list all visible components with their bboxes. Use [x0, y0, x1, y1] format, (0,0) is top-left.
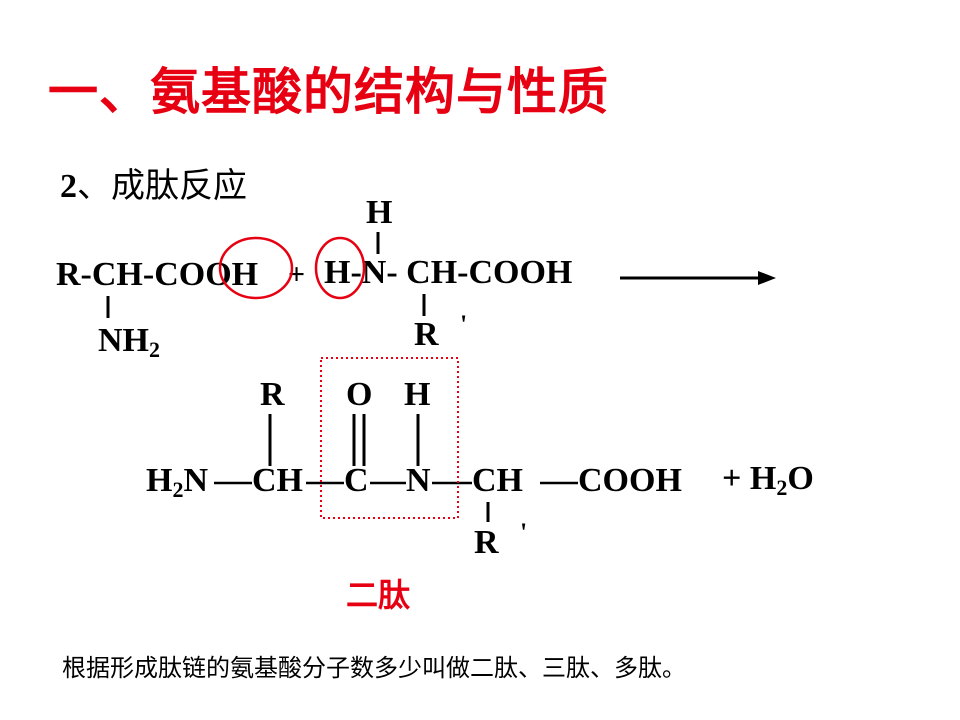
h-highlight-circle: [314, 236, 366, 300]
product-ch-1: CH: [252, 462, 303, 499]
reaction-arrow-head: [758, 271, 776, 285]
reactant-2-prime: ': [460, 310, 468, 339]
product-carboxyl-end: COOH: [578, 462, 682, 499]
product-h-top: H: [404, 376, 431, 413]
product-r-bottom: R: [474, 524, 499, 561]
product-ch-2: CH: [472, 462, 523, 499]
water-subscript: 2: [776, 475, 788, 500]
peptide-bond-box: [320, 357, 459, 519]
page-title: 一、氨基酸的结构与性质: [48, 63, 609, 121]
footer-note: 根据形成肽链的氨基酸分子数多少叫做二肽、三肽、多肽。: [62, 654, 686, 682]
section-subtitle: 2、成肽反应: [60, 158, 247, 207]
product-prime: ': [520, 518, 528, 547]
h2n-n: N: [183, 462, 209, 499]
reactant-2-top-h: H: [366, 194, 393, 231]
h2n-h: H: [146, 462, 173, 499]
water-product: + H2O: [722, 460, 814, 501]
product-r-top: R: [260, 376, 285, 413]
dipeptide-label: 二肽: [346, 576, 411, 614]
nh-subscript: 2: [149, 337, 160, 362]
reactant-1-amino-group: NH2: [98, 322, 160, 363]
nh-text: NH: [98, 322, 149, 359]
product-amide-n: N: [406, 462, 431, 499]
water-o: O: [787, 460, 814, 497]
oh-highlight-circle: [218, 236, 294, 300]
product-o-top: O: [346, 376, 373, 413]
product-carbonyl-c: C: [344, 462, 369, 499]
water-plus-h: + H: [722, 460, 777, 497]
reactant-1-formula: R-CH-COOH: [56, 256, 259, 293]
h2n-subscript: 2: [172, 477, 184, 502]
reactant-2-r-group: R: [414, 316, 439, 353]
product-amino-end: H2N: [146, 462, 208, 503]
reactant-2-formula: H-N- CH-COOH: [324, 254, 573, 291]
section-subtitle-text: 、成肽反应: [77, 166, 247, 206]
section-number: 2: [60, 168, 77, 205]
